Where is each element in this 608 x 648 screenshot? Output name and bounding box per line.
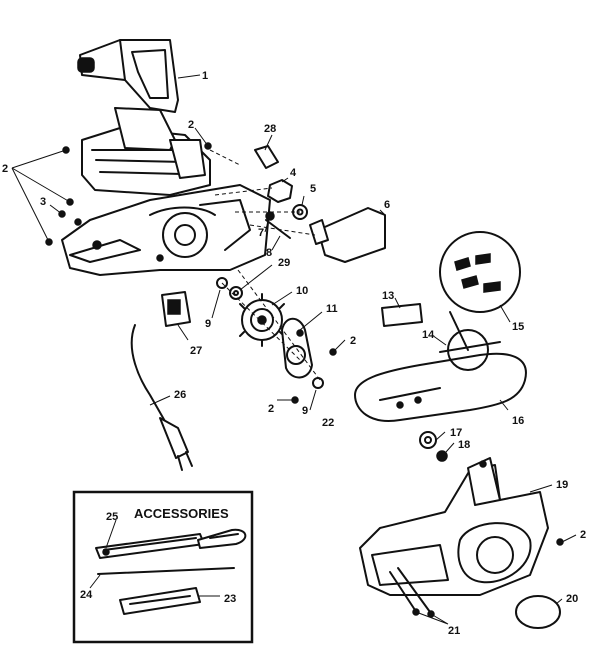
callout-8: 8 xyxy=(266,247,272,259)
part-18-nut xyxy=(436,450,448,462)
callout-5: 5 xyxy=(310,183,316,195)
callout-7: 7 xyxy=(258,227,264,239)
part-20-cap xyxy=(515,595,561,629)
part-15-chain-detail xyxy=(439,231,521,351)
callout-2: 2 xyxy=(350,335,356,347)
callout-24: 24 xyxy=(80,589,93,601)
callout-22: 22 xyxy=(322,417,334,429)
callout-16: 16 xyxy=(512,415,524,427)
callout-6: 6 xyxy=(384,199,390,211)
part-28-screw xyxy=(254,145,279,169)
part-4-nut xyxy=(267,179,293,203)
part-26-power-cord xyxy=(130,324,193,471)
callout-leader-lines xyxy=(11,74,577,625)
callout-29: 29 xyxy=(278,257,290,269)
callout-14: 14 xyxy=(422,329,435,341)
callout-26: 26 xyxy=(174,389,186,401)
callout-23: 23 xyxy=(224,593,236,605)
callout-15: 15 xyxy=(512,321,524,333)
callout-25: 25 xyxy=(106,511,118,523)
part-19-sprocket-cover xyxy=(359,457,549,596)
part-27-switch xyxy=(161,291,191,327)
accessories-title: ACCESSORIES xyxy=(134,506,229,521)
callout-20: 20 xyxy=(566,593,578,605)
callout-13: 13 xyxy=(382,290,394,302)
part-1-handle-cover xyxy=(77,39,179,113)
callout-2: 2 xyxy=(188,119,194,131)
callout-2: 2 xyxy=(580,529,586,541)
callout-21: 21 xyxy=(448,625,460,637)
part-17-washer xyxy=(419,431,437,449)
callout-28: 28 xyxy=(264,123,276,135)
part-29-washer xyxy=(229,286,243,300)
callout-4: 4 xyxy=(290,167,297,179)
part-14-chain-segment xyxy=(439,329,501,371)
callout-9: 9 xyxy=(302,405,308,417)
callout-numbers: 1 2 2 3 28 4 5 6 7 8 29 10 9 11 27 2 26 … xyxy=(2,70,586,637)
part-24-round-file xyxy=(97,567,235,575)
callout-19: 19 xyxy=(556,479,568,491)
part-21-screws xyxy=(389,567,435,618)
part-13-label xyxy=(381,303,423,327)
assembly-guide-lines xyxy=(209,149,321,381)
accessories-box: ACCESSORIES xyxy=(72,490,254,644)
callout-9: 9 xyxy=(205,318,211,330)
part-11-plate xyxy=(281,317,313,379)
part-22-washer xyxy=(312,377,324,389)
part-chassis-body xyxy=(61,184,271,276)
callout-10: 10 xyxy=(296,285,308,297)
callout-2: 2 xyxy=(2,163,8,175)
callout-3: 3 xyxy=(40,196,46,208)
part-7-8-bolt xyxy=(265,211,291,239)
part-16-guide-bar xyxy=(354,352,527,422)
callout-17: 17 xyxy=(450,427,462,439)
part-6-side-cover xyxy=(309,207,386,263)
callout-2: 2 xyxy=(268,403,274,415)
callout-11: 11 xyxy=(326,303,338,315)
part-10-sprocket xyxy=(239,293,285,347)
callout-1: 1 xyxy=(202,70,208,82)
part-25-file-guide xyxy=(95,528,247,559)
callout-27: 27 xyxy=(190,345,202,357)
part-23-depth-gauge xyxy=(119,587,201,615)
part-motor-housing xyxy=(81,107,211,196)
callout-18: 18 xyxy=(458,439,470,451)
